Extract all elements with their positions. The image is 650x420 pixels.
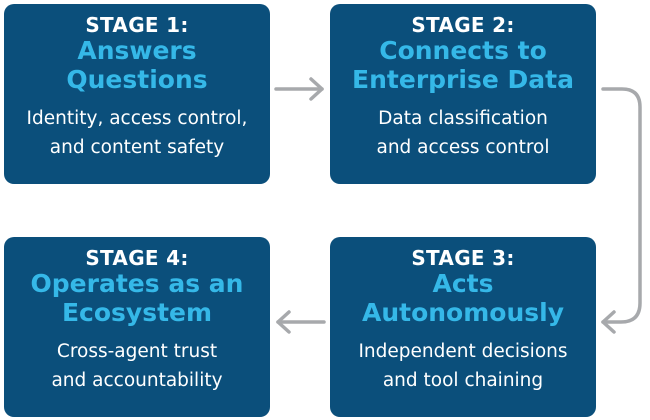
- stage-1-title-line: Questions: [66, 65, 208, 94]
- stage-2-title-line: Enterprise Data: [352, 65, 574, 94]
- stage-3-title-line: Acts: [432, 269, 494, 298]
- arrow-left-icon: [276, 310, 326, 334]
- arrow-right-icon: [274, 77, 324, 101]
- stage-4-description: Cross-agent trust and accountability: [12, 337, 262, 395]
- stage-1-description-line: Identity, access control,: [26, 108, 248, 129]
- stage-2-description-line: and access control: [376, 137, 550, 158]
- stage-3-number: STAGE 3:: [411, 246, 515, 270]
- stage-1-description-line: and content safety: [49, 137, 225, 158]
- stage-3-description: Independent decisions and tool chaining: [338, 337, 588, 395]
- curved-arrow-down-icon: [601, 87, 642, 334]
- stage-1-title: Answers Questions: [12, 36, 262, 94]
- stage-1-title-line: Answers: [77, 36, 197, 65]
- stage-1-number: STAGE 1:: [85, 13, 189, 37]
- stage-4-title: Operates as an Ecosystem: [12, 269, 262, 327]
- stage-3-card: STAGE 3: Acts Autonomously Independent d…: [330, 237, 596, 417]
- stage-4-title-line: Ecosystem: [61, 298, 213, 327]
- stage-2-description: Data classification and access control: [338, 104, 588, 162]
- stage-1-card: STAGE 1: Answers Questions Identity, acc…: [4, 4, 270, 184]
- stage-3-title-line: Autonomously: [361, 298, 564, 327]
- stage-4-description-line: and accountability: [51, 370, 223, 391]
- stage-1-description: Identity, access control, and content sa…: [12, 104, 262, 162]
- stage-4-title-line: Operates as an: [30, 269, 244, 298]
- stage-4-description-line: Cross-agent trust: [56, 341, 218, 362]
- stage-2-title: Connects to Enterprise Data: [338, 36, 588, 94]
- stage-3-description-line: and tool chaining: [382, 370, 544, 391]
- stage-3-description-line: Independent decisions: [358, 341, 568, 362]
- stage-2-number: STAGE 2:: [411, 13, 515, 37]
- stage-3-title: Acts Autonomously: [338, 269, 588, 327]
- stage-4-card: STAGE 4: Operates as an Ecosystem Cross-…: [4, 237, 270, 417]
- stage-2-description-line: Data classification: [378, 108, 548, 129]
- stage-2-title-line: Connects to: [379, 36, 547, 65]
- stage-2-card: STAGE 2: Connects to Enterprise Data Dat…: [330, 4, 596, 184]
- stage-4-number: STAGE 4:: [85, 246, 189, 270]
